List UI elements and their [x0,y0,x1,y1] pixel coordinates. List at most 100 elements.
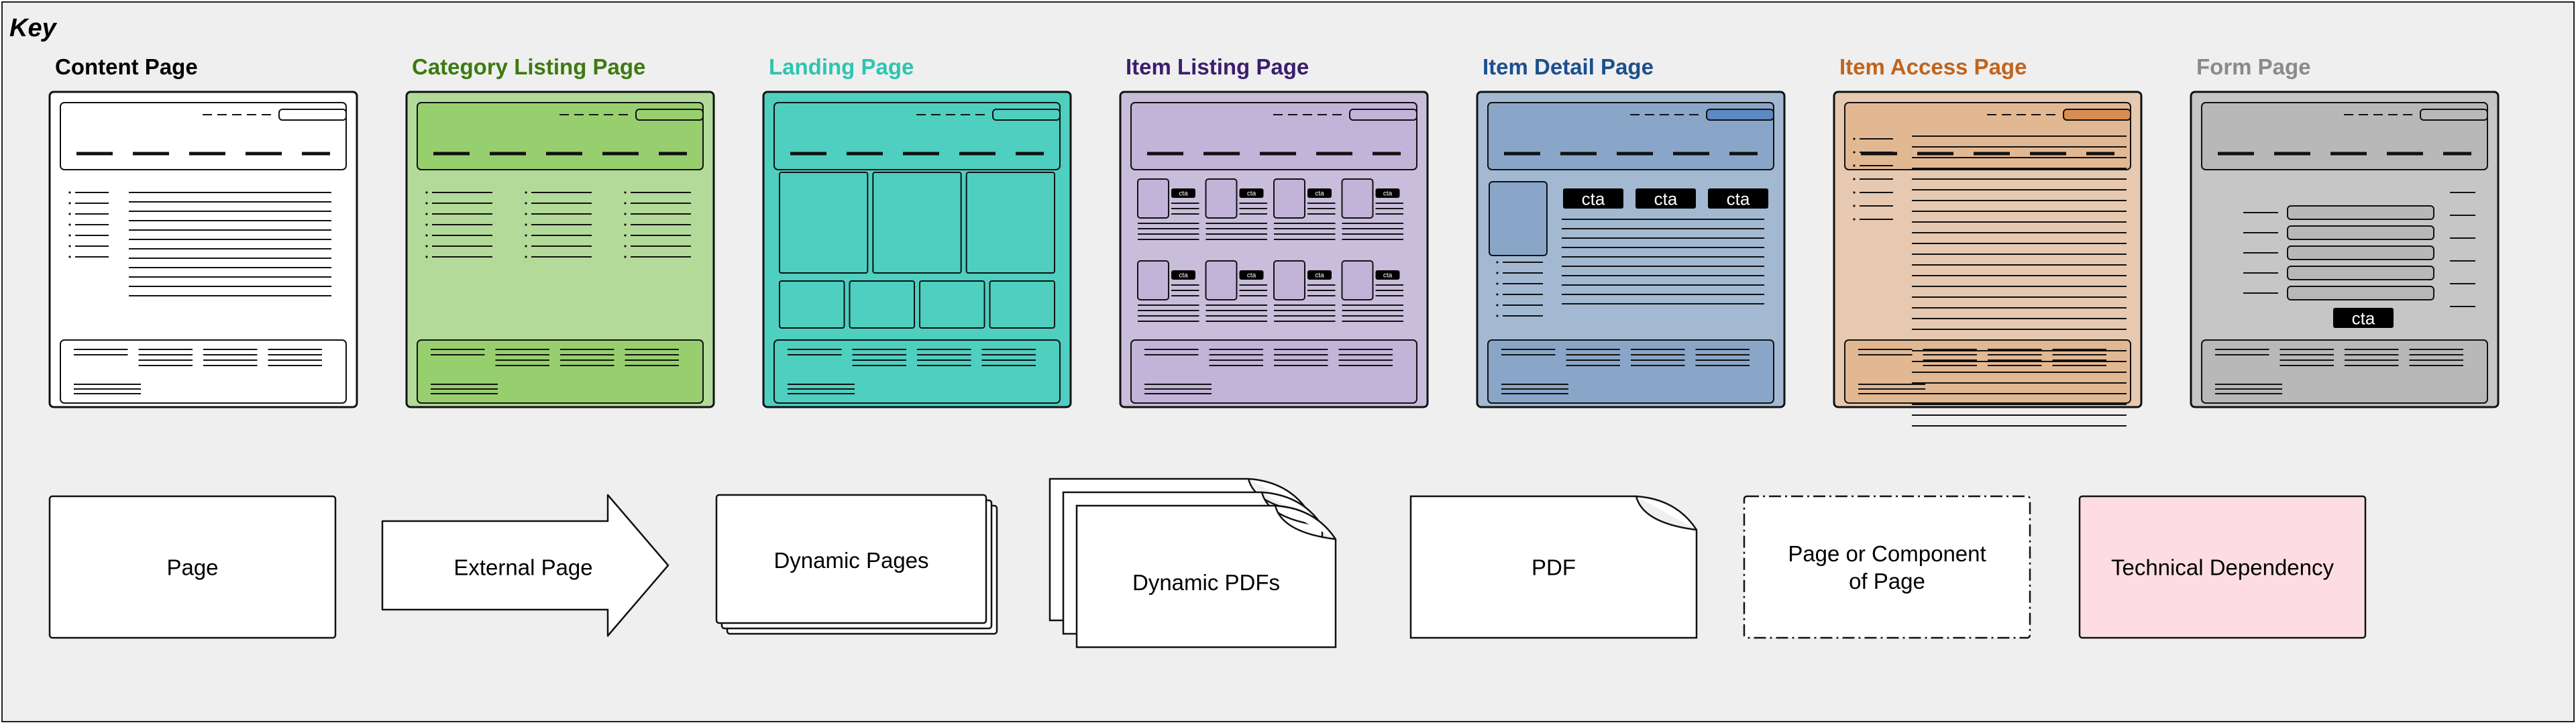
page-type-label: Category Listing Page [412,54,645,79]
shape-label: Dynamic Pages [773,548,928,573]
page-footer [60,339,347,404]
page-footer [1130,339,1417,404]
bullet-dot [1496,293,1499,296]
bullet-dot [68,213,71,215]
cta-button-box [1171,188,1195,198]
cta-button-box [1307,270,1332,280]
bullet-dot [425,256,428,258]
bullet-dot [425,191,428,194]
shape-dynamic-pages: Dynamic Pages [715,494,998,635]
page-thumbnail [1833,91,2143,408]
bullet-dot [624,213,627,215]
page-footer [1487,339,1774,404]
item-thumbnail [1273,178,1305,219]
bullet-dot [68,202,71,205]
feature-tile [872,172,962,274]
cta-label: cta [1247,272,1256,280]
cta-button: cta [1635,188,1696,209]
shape-arrow [381,494,669,637]
bullet-dot [1496,272,1499,274]
cta-button: cta [1171,188,1195,198]
bullet-dot [624,256,627,258]
bullet-dot [624,234,627,237]
cta-button-box [1635,188,1696,209]
page-footer [2201,339,2488,404]
page-footer [417,339,704,404]
shape-label: External Page [453,555,592,579]
shape-dynamic-pdfs: Dynamic PDFs [1049,478,1337,649]
cta-button-box [1708,188,1768,209]
item-thumbnail [1341,178,1374,219]
page-thumbnail [1476,91,1786,408]
feature-tile-small [919,280,985,329]
item-thumbnail [1205,178,1238,219]
form-input-field [2287,286,2434,300]
form-input-field [2287,225,2434,240]
bullet-dot [68,256,71,258]
cta-label: cta [2352,308,2375,328]
key-title: Key [9,14,58,42]
bullet-dot [624,202,627,205]
cta-button-box [1239,270,1264,280]
cta-button: cta [1375,188,1400,198]
form-input-field [2287,245,2434,260]
item-thumbnail [1273,260,1305,300]
shape-box [48,495,337,639]
cta-button: cta [1171,270,1195,280]
bullet-dot [1853,164,1856,167]
bullet-dot [1853,151,1856,154]
feature-tile [779,172,869,274]
cta-button: cta [1375,270,1400,280]
header-search-box [635,109,704,121]
bullet-dot [624,191,627,194]
cta-label: cta [1315,190,1324,198]
page-type-landing: Landing Page [762,54,1072,408]
cta-label: cta [1727,188,1750,209]
cta-label: cta [1383,272,1393,280]
shape-document [1409,495,1698,639]
shape-label: Page [166,555,218,579]
cta-button: cta [1307,270,1332,280]
bullet-dot [525,256,527,258]
bullet-dot [68,245,71,247]
bullet-dot [525,191,527,194]
item-thumbnail [1137,260,1169,300]
shape-label: PDF [1532,555,1576,579]
cta-button: cta [1239,270,1264,280]
feature-tile-small [849,280,915,329]
bullet-dot [624,245,627,247]
bullet-dot [68,234,71,237]
page-type-content: Content Page [48,54,358,408]
page-type-label: Item Listing Page [1126,54,1309,79]
cta-button-box [1563,188,1623,209]
bullet-dot [68,191,71,194]
bullet-dot [525,245,527,247]
item-thumbnail [1341,260,1374,300]
form-input-field [2287,266,2434,280]
shape-label: Dynamic PDFs [1132,570,1280,595]
bullet-dot [425,223,428,226]
shape-label: Technical Dependency [2111,555,2334,579]
bullet-dot [68,223,71,226]
bullet-dot [1496,261,1499,264]
shape-external: External Page [381,494,669,637]
bullet-dot [1496,282,1499,285]
cta-button-box [1171,270,1195,280]
cta-button-box [2333,308,2394,328]
shape-pdf: PDF [1409,495,1698,639]
page-thumbnail [405,91,715,408]
page-footer [773,339,1061,404]
page-type-category: Category Listing Page [405,54,715,408]
page-type-label: Item Detail Page [1483,54,1654,79]
feature-tile-small [779,280,845,329]
bullet-dot [525,223,527,226]
page-type-item-access: Item Access Page [1833,54,2143,427]
cta-button-box [1307,188,1332,198]
shape-stack-page [715,494,987,624]
bullet-dot [525,234,527,237]
header-search-box [278,109,347,121]
